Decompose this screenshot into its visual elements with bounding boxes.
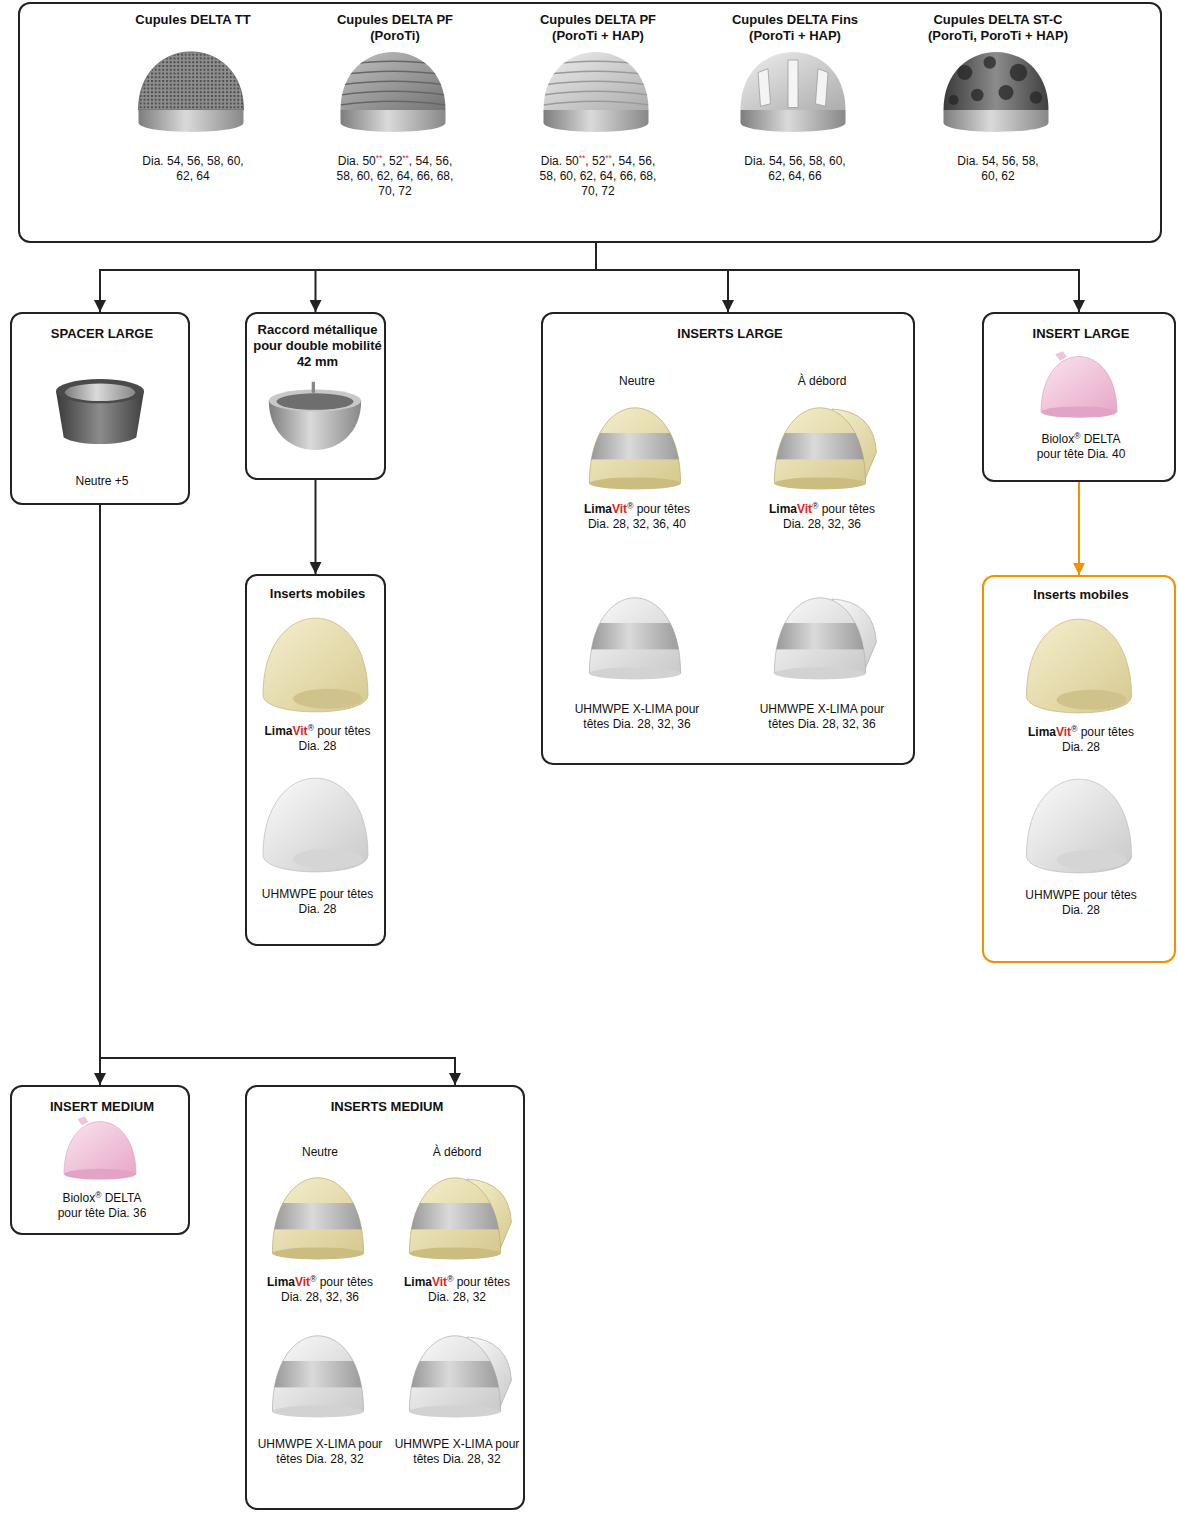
liner-image [258, 1178, 378, 1260]
connector-arrow [316, 243, 597, 312]
item-label: Neutre +5 [22, 474, 182, 489]
cup-image [544, 52, 649, 132]
liner-image [258, 1336, 378, 1418]
box-heading: INSERT LARGE [996, 326, 1166, 342]
item-label: À débord [752, 374, 892, 389]
box-heading: Inserts mobiles [1019, 587, 1144, 603]
mobile-insert-image [1027, 779, 1132, 873]
liner-image [760, 408, 880, 490]
item-label: Dia. 50**, 52**, 54, 56, 58, 60, 62, 64,… [330, 154, 460, 199]
ceramic-insert-box: INSERT LARGE Biolox® DELTA pour tête Dia.… [982, 312, 1176, 482]
item-label: Dia. 50**, 52**, 54, 56, 58, 60, 62, 64,… [533, 154, 663, 199]
cup-image [944, 52, 1049, 132]
cup-range-panel: Cupules DELTA TT Dia. 54, 56, 58, 60, 62,… [18, 2, 1162, 243]
mobile-insert-box: Inserts mobilesLimaVit® pour têtes Dia. … [982, 575, 1176, 963]
item-label: Dia. 54, 56, 58, 60, 62, 64 [138, 154, 248, 184]
liner-image [575, 408, 695, 490]
item-label: UHMWPE pour têtes Dia. 28 [1019, 888, 1144, 918]
item-label: LimaVit® pour têtes Dia. 28, 32, 36, 40 [575, 502, 700, 532]
ceramic-insert-image [64, 1117, 136, 1180]
liner-image [395, 1336, 515, 1418]
item-label: UHMWPE X-LIMA pour têtes Dia. 28, 32, 36 [752, 702, 892, 732]
box-heading: Cupules DELTA TT [108, 12, 278, 28]
box-heading: Cupules DELTA PF (PoroTi + HAP) [523, 12, 673, 44]
mobile-insert-image [1027, 619, 1132, 713]
mobile-insert-image [263, 778, 368, 872]
connector-arrow [1078, 482, 1080, 575]
spacer-box: SPACER LARGE Neutre +5 [10, 312, 190, 505]
item-label: LimaVit® pour têtes Dia. 28, 32, 36 [258, 1275, 383, 1305]
liner-image [395, 1178, 515, 1260]
box-heading: Raccord métallique pour double mobilité … [251, 322, 384, 370]
item-label: Neutre [567, 374, 707, 389]
item-label: Neutre [255, 1145, 385, 1160]
box-heading: SPACER LARGE [22, 326, 182, 342]
box-heading: Cupules DELTA Fins (PoroTi + HAP) [720, 12, 870, 44]
connector-arrow [315, 480, 317, 574]
liner-image [760, 598, 880, 680]
ceramic-insert-image [1041, 351, 1117, 418]
item-label: UHMWPE X-LIMA pour têtes Dia. 28, 32, 36 [567, 702, 707, 732]
ceramic-insert-box: INSERT MEDIUM Biolox® DELTA pour tête Dia… [10, 1085, 190, 1235]
item-label: À débord [392, 1145, 522, 1160]
cup-image [139, 52, 244, 132]
connector-arrow [596, 243, 1079, 312]
box-heading: Inserts mobiles [255, 586, 380, 602]
box-heading: INSERT MEDIUM [22, 1099, 182, 1115]
item-label: LimaVit® pour têtes Dia. 28, 32, 36 [760, 502, 885, 532]
box-heading: INSERTS MEDIUM [277, 1099, 497, 1115]
box-heading: INSERTS LARGE [580, 326, 880, 342]
item-label: UHMWPE X-LIMA pour têtes Dia. 28, 32 [255, 1437, 385, 1467]
item-label: Biolox® DELTA pour tête Dia. 36 [50, 1191, 155, 1221]
liner-image [575, 598, 695, 680]
item-label: UHMWPE X-LIMA pour têtes Dia. 28, 32 [392, 1437, 522, 1467]
item-label: Dia. 54, 56, 58, 60, 62 [951, 154, 1046, 184]
mobile-insert-box: Inserts mobilesLimaVit® pour têtes Dia. … [245, 574, 386, 946]
item-label: LimaVit® pour têtes Dia. 28 [255, 724, 380, 754]
item-label: LimaVit® pour têtes Dia. 28, 32 [395, 1275, 520, 1305]
item-label: LimaVit® pour têtes Dia. 28 [1019, 725, 1144, 755]
cup-image [341, 52, 446, 132]
spacer-image [56, 379, 144, 444]
cup-image [741, 52, 846, 132]
adapter-image [269, 382, 361, 450]
insert-group-box: INSERTS MEDIUM Neutre À débordLimaVit® pou… [245, 1085, 525, 1510]
connector-arrow [100, 243, 596, 312]
box-heading: Cupules DELTA PF (PoroTi) [320, 12, 470, 44]
connector-arrow [100, 505, 455, 1085]
item-label: Biolox® DELTA pour tête Dia. 40 [1029, 432, 1134, 462]
item-label: UHMWPE pour têtes Dia. 28 [255, 887, 380, 917]
mobile-insert-image [263, 618, 368, 712]
insert-group-box: INSERTS LARGE Neutre À débordLimaVit® pour… [541, 312, 915, 765]
item-label: Dia. 54, 56, 58, 60, 62, 64, 66 [740, 154, 850, 184]
adapter-box: Raccord métallique pour double mobilité … [245, 312, 386, 480]
box-heading: Cupules DELTA ST-C (PoroTi, PoroTi + HAP… [913, 12, 1083, 44]
connector-arrow [596, 243, 728, 312]
